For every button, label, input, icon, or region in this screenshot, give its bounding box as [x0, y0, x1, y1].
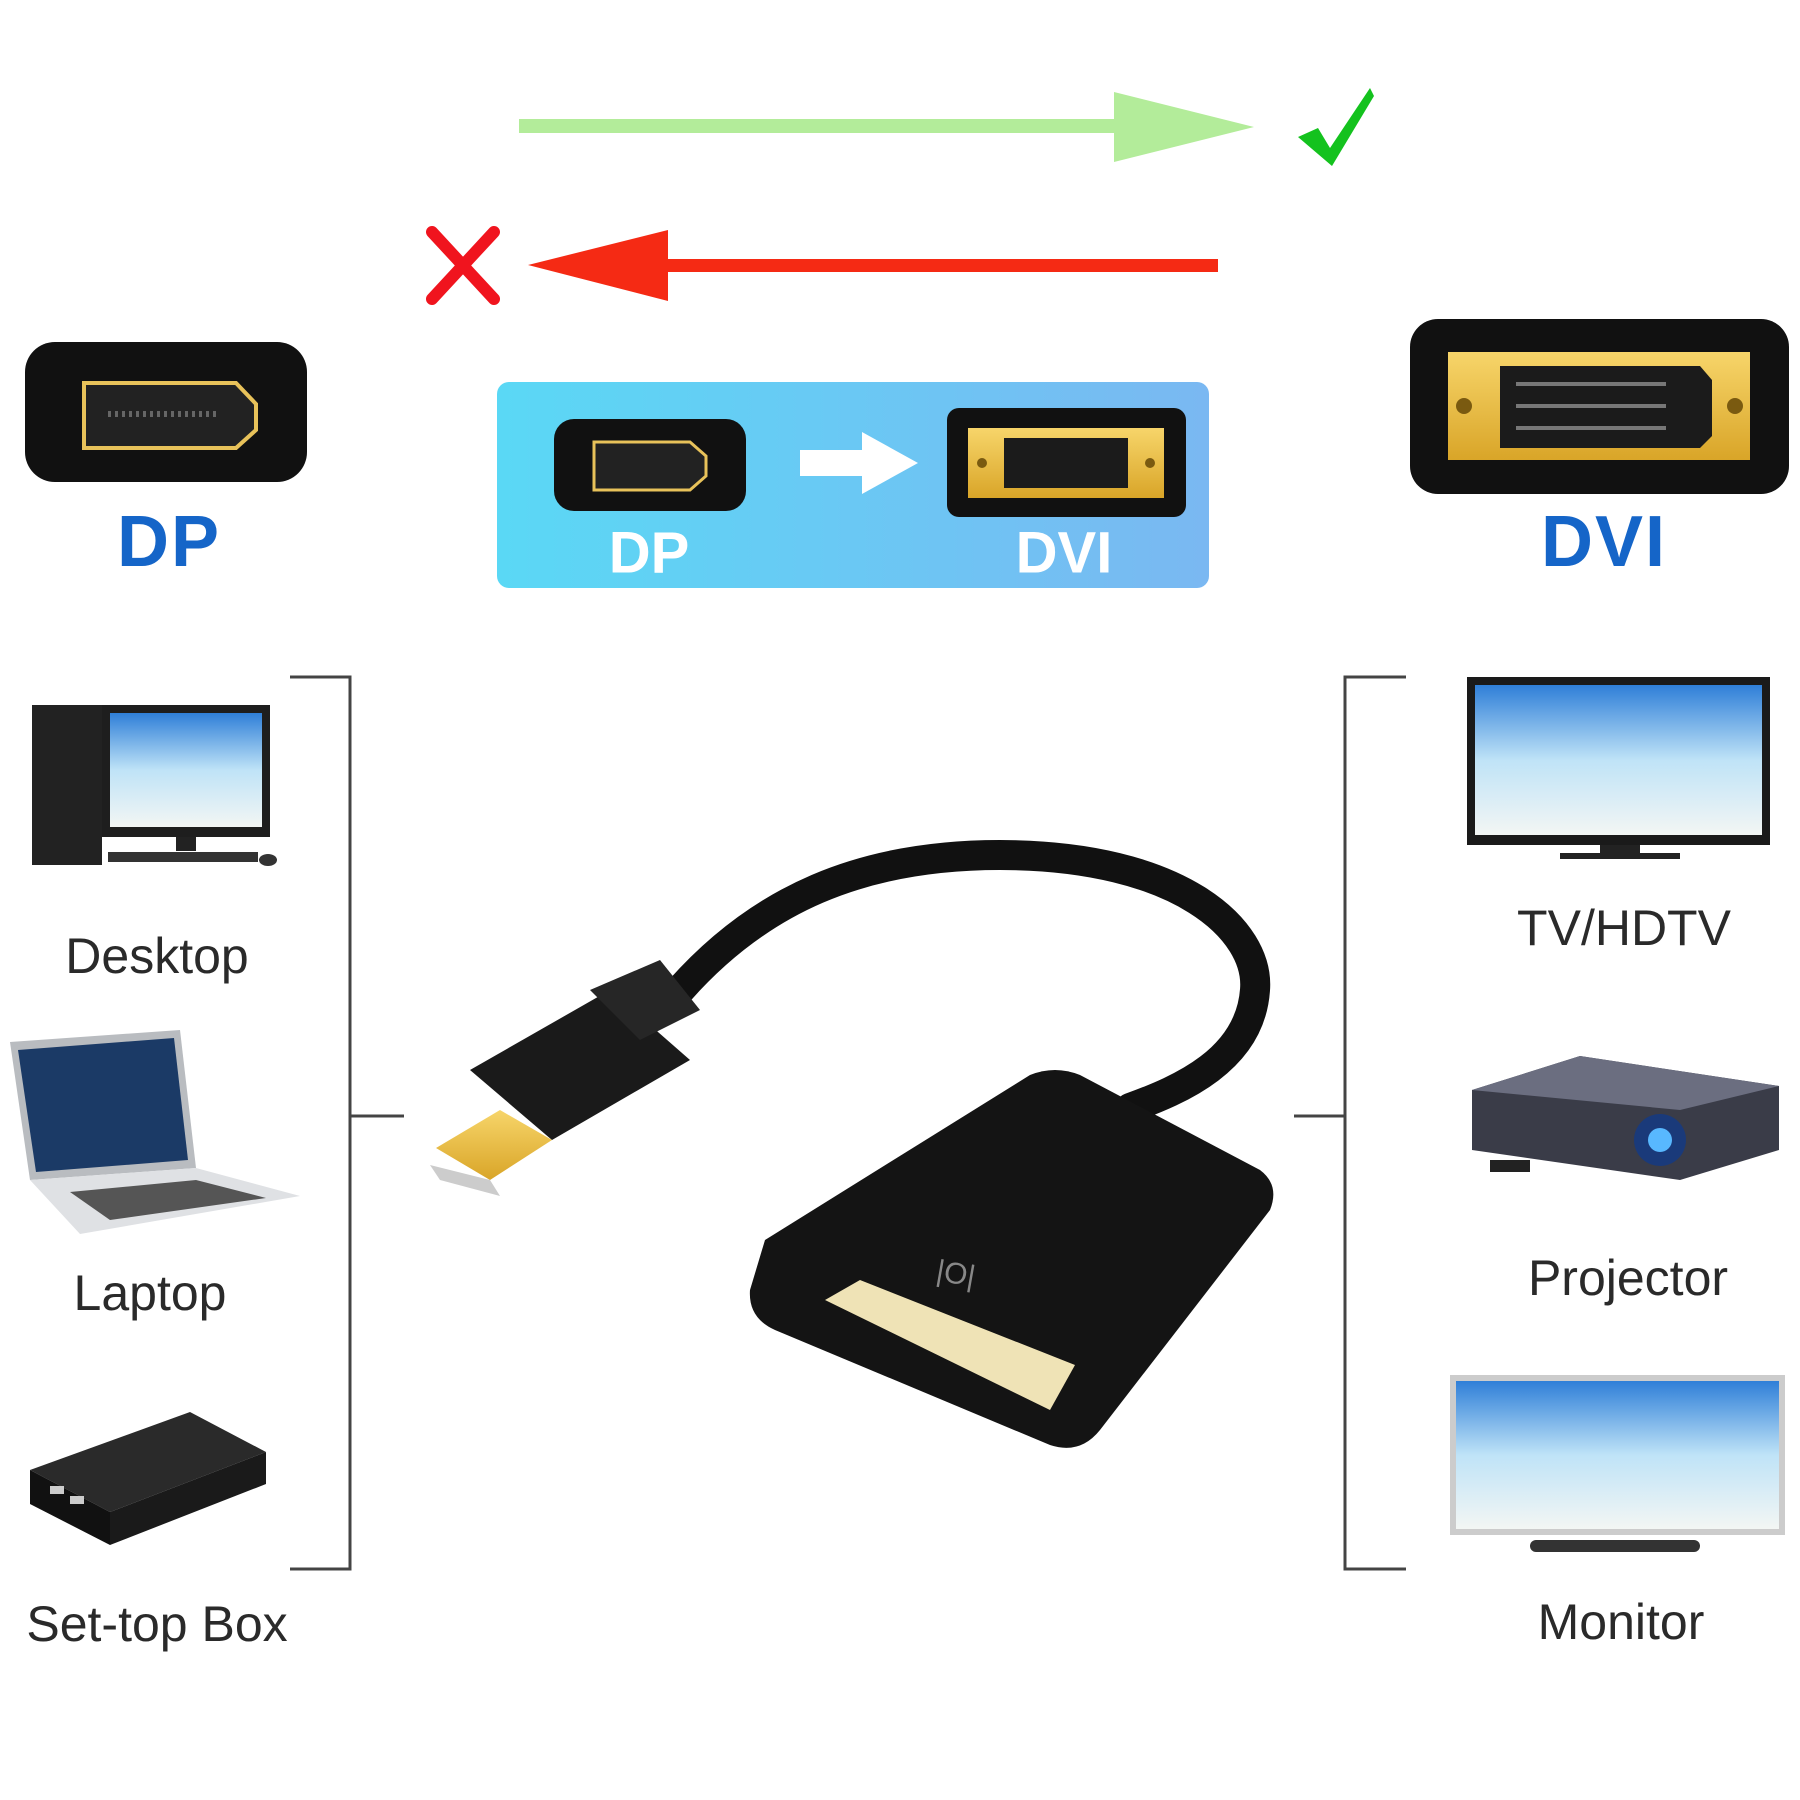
white-arrow-icon [800, 432, 918, 494]
cross-icon [426, 226, 500, 305]
right-bracket [1294, 675, 1406, 1571]
svg-text:|O|: |O| [934, 1254, 978, 1293]
laptop-label: Laptop [73, 1265, 227, 1321]
set-top-box-icon [30, 1412, 266, 1545]
dp-label: DP [116, 502, 222, 582]
check-icon [1298, 88, 1374, 166]
set-top-box-label: Set-top Box [26, 1596, 288, 1652]
monitor-label: Monitor [1537, 1594, 1705, 1650]
conversion-box [497, 382, 1209, 588]
reverse-arrow-red [528, 230, 1218, 301]
dp-to-dvi-adapter-cable: |O| [430, 839, 1274, 1448]
box-target-label: DVI [1015, 520, 1113, 586]
box-source-label: DP [608, 520, 690, 586]
tv-icon [1467, 677, 1770, 859]
forward-arrow-green [519, 92, 1254, 162]
projector-icon [1472, 1056, 1779, 1180]
projector-label: Projector [1527, 1250, 1729, 1306]
dp-port-icon [25, 342, 307, 482]
desktop-label: Desktop [65, 928, 249, 984]
left-bracket [290, 675, 404, 1571]
desktop-computer-icon [32, 705, 277, 866]
laptop-icon [10, 1030, 300, 1234]
tv-label: TV/HDTV [1517, 900, 1731, 956]
dvi-port-icon [1410, 319, 1789, 494]
monitor-icon [1450, 1375, 1785, 1552]
dvi-label: DVI [1540, 502, 1668, 582]
